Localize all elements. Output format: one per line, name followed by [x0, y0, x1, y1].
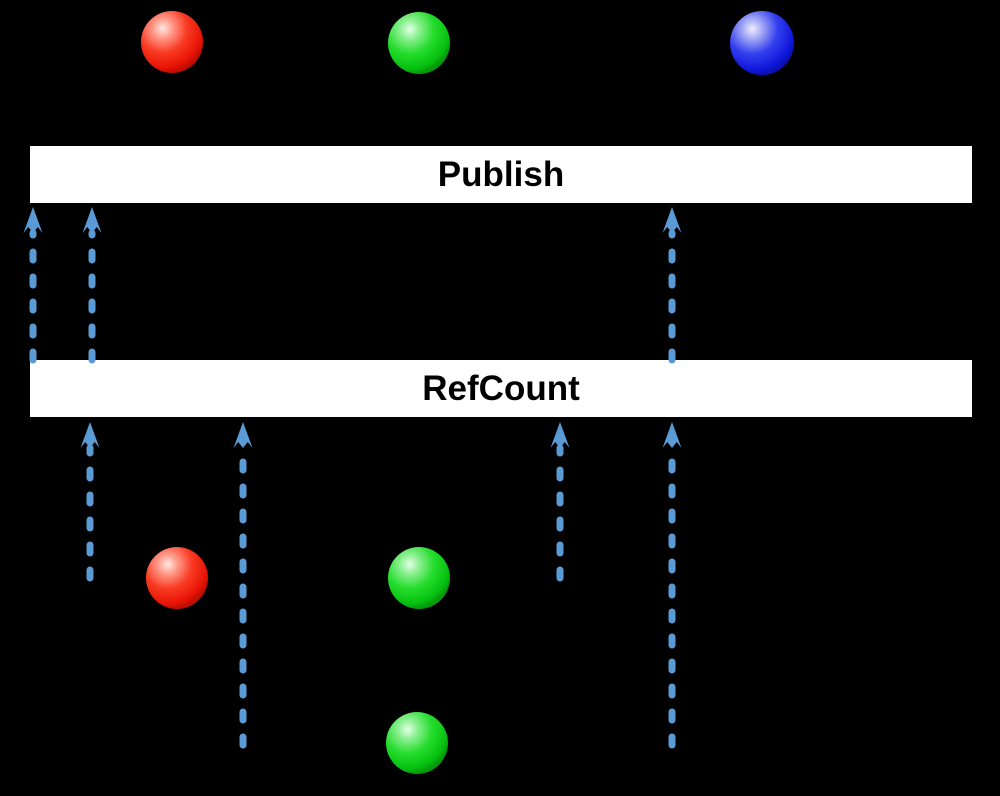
arrow-source-to-refcount-4 [662, 422, 682, 749]
arrow-source-to-refcount-3 [550, 422, 570, 582]
source-marble-green-1 [388, 547, 450, 609]
arrow-head [233, 422, 253, 448]
arrow-head [82, 207, 102, 233]
operator-label-refcount: RefCount [422, 369, 580, 408]
arrow-head [662, 422, 682, 448]
output-marble-red [141, 11, 203, 73]
operator-label-publish: Publish [437, 155, 565, 194]
source-marble-red [146, 547, 208, 609]
arrow-head [23, 207, 43, 233]
source-marble-green-2 [386, 712, 448, 774]
arrow-source-to-refcount-2 [233, 422, 253, 749]
arrow-head [80, 422, 100, 448]
arrow-head [662, 207, 682, 233]
operator-bar-refcount[interactable]: RefCount [30, 360, 972, 417]
output-marble-green [388, 12, 450, 74]
arrow-refcount-to-publish-1 [23, 207, 43, 364]
arrow-refcount-to-publish-3 [662, 207, 682, 364]
output-marble-blue [730, 11, 794, 75]
arrow-source-to-refcount-1 [80, 422, 100, 582]
arrow-refcount-to-publish-2 [82, 207, 102, 364]
arrow-head [550, 422, 570, 448]
operator-bar-publish[interactable]: Publish [30, 146, 972, 203]
